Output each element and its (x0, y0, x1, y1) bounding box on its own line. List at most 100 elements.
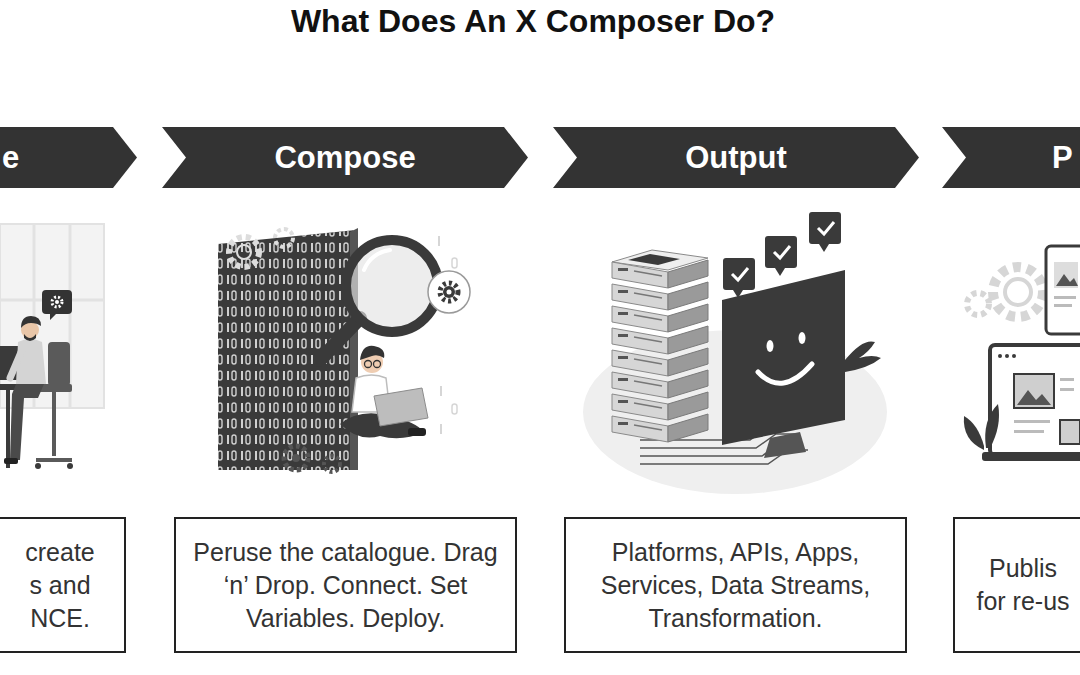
code-scene (447, 290, 452, 295)
description-box: Platforms, APIs, Apps, Services, Data St… (564, 517, 907, 653)
description-text: create s and NCE. (17, 536, 103, 635)
code-scene (346, 240, 438, 332)
server-scene (764, 432, 806, 458)
chevron-band: Compose (162, 127, 528, 188)
code-scene (440, 424, 442, 434)
code-scene (229, 237, 259, 267)
office-scene (36, 458, 72, 462)
server-scene (612, 414, 708, 442)
publish-scene (1054, 296, 1076, 299)
publish-scene (1014, 430, 1044, 433)
publish-scene (1054, 304, 1072, 307)
description-body: create s and NCE. (17, 536, 103, 635)
server-scene (612, 282, 708, 310)
server-scene (612, 304, 708, 332)
description-body: Platforms, APIs, Apps, Services, Data St… (583, 536, 888, 635)
chevron-shape (942, 127, 1080, 188)
code-scene (374, 388, 428, 426)
publish-scene (1060, 378, 1074, 381)
office-scene (24, 334, 36, 341)
office-scene (35, 463, 41, 469)
code-scene (360, 346, 384, 360)
server-scene (732, 268, 748, 280)
office-scene (4, 458, 18, 464)
band-label: e (2, 127, 19, 188)
office-scene (21, 316, 41, 328)
office-scene (10, 350, 22, 378)
office-scene (0, 224, 104, 408)
office-scene (42, 290, 72, 320)
code-scene (284, 446, 308, 470)
code-scene (275, 229, 293, 247)
server-scene (723, 258, 755, 298)
chevron-shape (0, 127, 137, 188)
diagram-title: What Does An X Composer Do? (133, 2, 933, 40)
publish-scene (993, 267, 1043, 317)
publish-scene (967, 293, 989, 315)
office-scene (55, 300, 59, 304)
code-scene (428, 271, 470, 313)
publish-scene (1046, 246, 1080, 334)
band-label: P (1052, 127, 1073, 188)
code-scene (452, 258, 457, 268)
publish-scene (1017, 390, 1051, 405)
band-label: Compose (162, 127, 528, 188)
code-scene (452, 404, 457, 414)
office-scene (52, 392, 56, 456)
publish-scene (990, 345, 1080, 455)
server-scene (765, 236, 797, 276)
server-scene (799, 332, 806, 344)
server-scene (612, 326, 708, 354)
description-text: Platforms, APIs, Apps, Services, Data St… (583, 536, 888, 635)
publish-scene (1054, 262, 1078, 288)
server-scene (722, 270, 845, 445)
server-scene (612, 392, 708, 420)
description-body: Publis for re-us (973, 552, 1073, 618)
publish-scene (964, 246, 1080, 461)
publish-scene (985, 404, 999, 448)
publish-scene (1005, 354, 1009, 358)
office-scene (6, 390, 10, 468)
publish-scene (964, 416, 984, 450)
office-scene (52, 297, 62, 307)
chevron-shape (162, 127, 528, 188)
code-scene (440, 283, 458, 301)
description-body: Peruse the catalogue. Drag ‘n’ Drop. Con… (193, 536, 498, 635)
server-scene (758, 364, 812, 383)
server-scene (628, 254, 680, 265)
office-scene (0, 224, 104, 469)
code-scene (438, 236, 440, 246)
description-box: Publis for re-us (953, 517, 1080, 653)
publish-scene (998, 354, 1002, 358)
publish-scene (982, 452, 1080, 461)
code-scene (324, 456, 340, 472)
chevron-band: Output (553, 127, 919, 188)
description-text: Peruse the catalogue. Drag ‘n’ Drop. Con… (193, 536, 498, 635)
code-scene (364, 250, 390, 270)
publish-scene (1014, 420, 1050, 423)
server-scene (767, 340, 774, 352)
office-scene (48, 342, 70, 386)
code-scene (292, 454, 300, 462)
description-text: Publis for re-us (973, 552, 1073, 618)
server-scene (612, 260, 708, 288)
publish-scene (1060, 420, 1080, 444)
server-scene (612, 370, 708, 398)
chevron-band: P (942, 127, 1080, 188)
publish-scene (1014, 374, 1054, 408)
code-scene (374, 361, 381, 368)
description-box: create s and NCE. (0, 517, 126, 653)
code-scene (320, 318, 360, 360)
chevron-band: e (0, 127, 137, 188)
code-scene (440, 386, 442, 396)
server-scene (774, 246, 790, 258)
server-scene (612, 348, 708, 376)
code-scene (218, 228, 470, 472)
band-label: Output (553, 127, 919, 188)
server-scene (583, 212, 887, 494)
publish-scene (1060, 388, 1074, 391)
code-scene (408, 428, 426, 436)
code-scene (365, 361, 372, 368)
